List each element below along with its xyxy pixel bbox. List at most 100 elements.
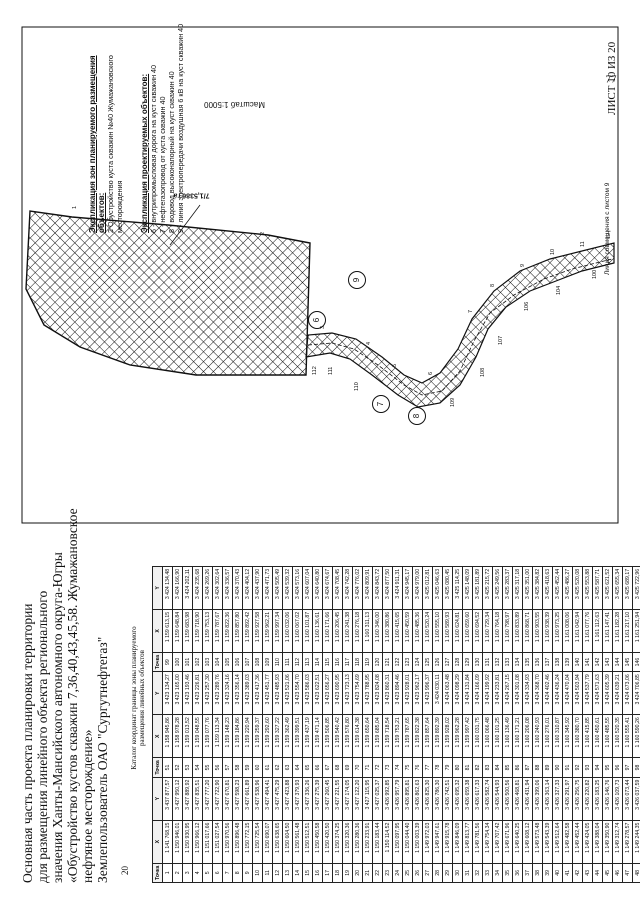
table-cell: 1 161 217,10	[622, 609, 633, 653]
table-cell: 1 161 077,76	[582, 609, 593, 653]
legend-zones-title: Экспликация зон планируемого размещения …	[88, 55, 106, 233]
table-cell: 1 160 171,66	[322, 609, 333, 653]
point-label-106: 106	[524, 301, 530, 311]
table-cell: 1 158 978,28	[172, 714, 183, 758]
table-cell: 1 159 857,80	[232, 609, 243, 653]
point-label-5: 5	[392, 363, 398, 367]
table-cell: 1 160 659,60	[462, 609, 473, 653]
table-cell: 3 426 659,38	[462, 777, 473, 821]
table-cell: 1 160 694,52	[472, 609, 483, 653]
table-cell: 3 426 363,14	[542, 777, 553, 821]
table-cell: 63	[282, 757, 293, 778]
table-cell: 3 423 928,01	[402, 671, 413, 715]
point-label-107: 107	[498, 335, 504, 345]
legend-objects-item-7: 7 - нефтегазопровод от куста скважин 40	[158, 96, 167, 233]
table-cell: 30	[452, 863, 463, 883]
table-cell: 3 424 166,90	[172, 566, 183, 610]
point-label-6: 6	[428, 371, 434, 375]
table-cell: 3 426 695,32	[452, 777, 463, 821]
table-cell: 1 159 648,84	[172, 609, 183, 653]
table-cell: 1 150 044,40	[402, 820, 413, 864]
table-cell: 57	[222, 757, 233, 778]
table-cell: 3 425 587,71	[592, 566, 603, 610]
table-cell: 1 160 206,08	[522, 714, 533, 758]
table-cell: 1 150 970,56	[222, 820, 233, 864]
table-cell: 3 423 996,37	[422, 671, 433, 715]
table-cell: 69	[342, 757, 353, 778]
table-cell: 3 427 538,96	[252, 777, 263, 821]
table-cell: 1 149 781,56	[472, 820, 483, 864]
table-cell: 1 159 292,60	[262, 714, 273, 758]
table-cell: 113	[302, 652, 313, 672]
table-cell: 1 160 555,41	[622, 714, 633, 758]
table-cell: 3 427 598,23	[232, 777, 243, 821]
table-cell: 3 437 877,57	[162, 777, 173, 821]
table-cell: 3 424 368,70	[532, 671, 543, 715]
coordinates-table-block: 20 Каталог координат границы зоны планир…	[118, 528, 640, 883]
match-line-label: Линия совмещения с листом 9	[604, 182, 611, 275]
table-cell: 20	[352, 863, 363, 883]
table-cell: 1 159 013,52	[182, 714, 193, 758]
table-cell: 1 151 017,66	[202, 820, 213, 864]
table-cell: 92	[572, 757, 583, 778]
table-cell: 1 160 241,38	[342, 609, 353, 653]
table-cell: 3 426 256,75	[572, 777, 583, 821]
table-cell: 3 425 621,52	[602, 566, 613, 610]
table-cell: 121	[382, 652, 393, 672]
table-cell: 1 160 066,48	[482, 714, 493, 758]
table-cell: 3 423 754,69	[352, 671, 363, 715]
table-cell: 1 160 555,10	[432, 609, 443, 653]
table-cell: 3 424 370,43	[232, 566, 243, 610]
table-cell: 1 160 833,89	[512, 609, 523, 653]
table-cell: 3 427 174,05	[342, 777, 353, 821]
table-cell: 75	[402, 757, 413, 778]
table-cell: 3 424 267,15	[502, 671, 513, 715]
table-cell: 3 424 573,16	[292, 566, 303, 610]
legend-objects-item-9: 9 - линия электропередачи воздушная 6 кВ…	[176, 23, 185, 233]
point-label-1: 1	[72, 205, 78, 209]
table-cell: 82	[472, 757, 483, 778]
table-cell: 3 424 539,32	[282, 566, 293, 610]
table-cell: 3 423 824,08	[372, 671, 383, 715]
table-cell: 1 159 259,37	[252, 714, 263, 758]
table-cell: 3 426 073,44	[622, 777, 633, 821]
point-label-112: 112	[312, 366, 318, 375]
table-cell: 1 161 008,06	[562, 609, 573, 653]
table-cell: 96	[612, 757, 623, 778]
point-label-3: 3	[320, 325, 326, 329]
table-cell: 3 423 193,46	[182, 671, 193, 715]
table-cell: 136	[532, 652, 543, 672]
table-cell: 1 159 220,94	[242, 714, 253, 758]
table-cell: 22	[372, 863, 383, 883]
table-cell: 1 149 424,05	[582, 820, 593, 864]
table-cell: 37	[522, 863, 533, 883]
point-label-111: 111	[328, 366, 334, 375]
table-cell: 1 159 892,42	[242, 609, 253, 653]
table-cell: 1 159 471,14	[312, 714, 323, 758]
col-point-3: Точка	[152, 652, 163, 672]
table-cell: 98	[632, 757, 640, 778]
table-cell: 3 424 979,00	[412, 566, 423, 610]
table-cell: 1 160 206,45	[332, 609, 343, 653]
table-cell: 100	[172, 652, 183, 672]
table-cell: 1 159 362,49	[282, 714, 293, 758]
table-cell: 3 427 661,89	[242, 777, 253, 821]
table-cell: 3 424 131,84	[462, 671, 473, 715]
table-cell: 17	[322, 863, 333, 883]
table-cell: 1 160 868,71	[522, 609, 533, 653]
table-cell: 117	[342, 652, 353, 672]
table-cell: 3 427 122,20	[352, 777, 363, 821]
table-cell: 131	[482, 652, 493, 672]
table-cell: 3 424 911,31	[392, 566, 403, 610]
point-label-11: 11	[580, 241, 586, 247]
table-cell: 1 160 415,85	[582, 714, 593, 758]
